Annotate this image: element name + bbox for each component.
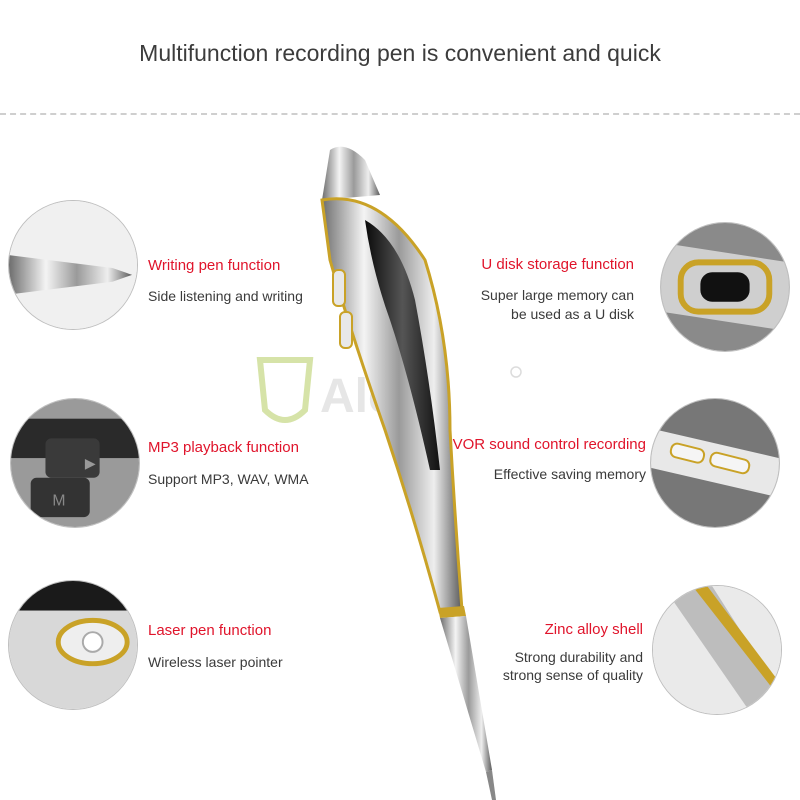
laser-button-thumbnail: [8, 580, 138, 710]
feature-desc-mp3: Support MP3, WAV, WMA: [148, 471, 309, 487]
feature-desc-vor: Effective saving memory: [493, 466, 646, 482]
feature-desc-writing-pen: Side listening and writing: [148, 288, 303, 304]
feature-title-laser: Laser pen function: [148, 622, 272, 639]
zinc-shell-thumbnail: [652, 585, 782, 715]
svg-text:M: M: [52, 492, 65, 509]
header-divider: [0, 113, 800, 115]
feature-desc-laser: Wireless laser pointer: [148, 654, 283, 670]
writing-tip-thumbnail: [8, 200, 138, 330]
side-buttons-thumbnail: [650, 398, 780, 528]
feature-desc-u-disk-line1: Super large memory can: [480, 287, 634, 303]
svg-text:▶: ▶: [85, 456, 96, 471]
feature-desc-u-disk-line2: be used as a U disk: [511, 306, 634, 322]
feature-title-mp3: MP3 playback function: [148, 439, 299, 456]
feature-title-writing-pen: Writing pen function: [148, 257, 281, 274]
feature-desc-zinc-shell-line2: strong sense of quality: [502, 667, 643, 683]
feature-title-u-disk: U disk storage function: [481, 256, 634, 273]
feature-desc-zinc-shell-line1: Strong durability and: [514, 649, 643, 665]
usb-port-thumbnail: [660, 222, 790, 352]
feature-title-zinc-shell: Zinc alloy shell: [544, 621, 643, 638]
mp3-buttons-thumbnail: ▶ M: [10, 398, 140, 528]
feature-title-vor: VOR sound control recording: [452, 436, 646, 453]
page-title: Multifunction recording pen is convenien…: [139, 40, 661, 66]
